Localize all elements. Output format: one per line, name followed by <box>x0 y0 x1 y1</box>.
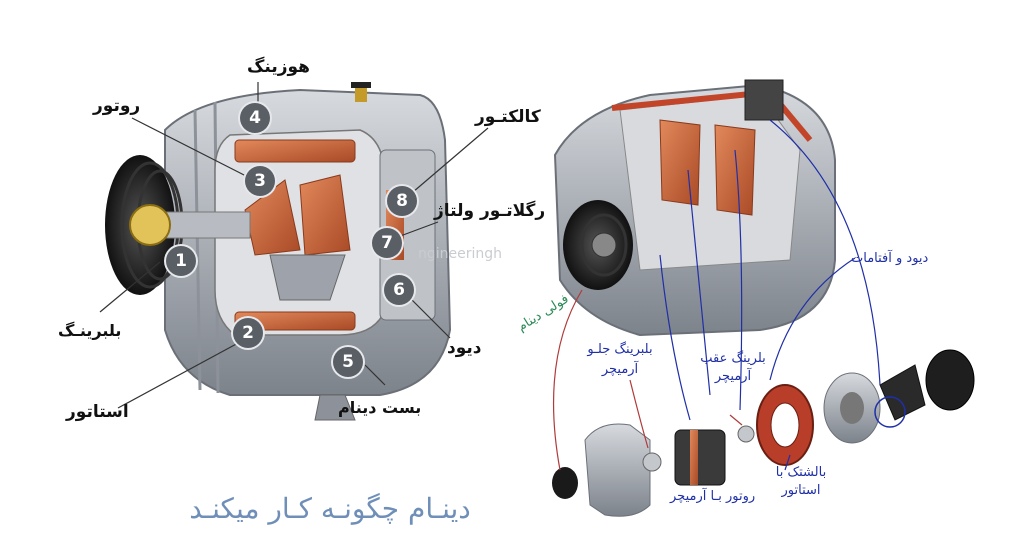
marker-5: 5 <box>333 347 363 377</box>
left-pulley <box>105 155 251 295</box>
left-pointer-lines <box>99 82 489 409</box>
marker-2: 2 <box>233 318 263 348</box>
label-stator: استاتور <box>66 402 129 422</box>
right-pointer-lines <box>553 119 881 471</box>
label-regulator: رگلاتـور ولتاژ <box>434 201 546 221</box>
label-bearing: بلبرینـگ <box>58 321 122 340</box>
marker-3: 3 <box>245 166 275 196</box>
label-housing: هوزینگ <box>247 57 310 77</box>
marker-7: 7 <box>372 228 402 258</box>
marker-6: 6 <box>384 275 414 305</box>
label-bracket: بست دینام <box>338 398 422 417</box>
marker-1: 1 <box>166 246 196 276</box>
marker-4: 4 <box>240 103 270 133</box>
page-title: دینـام چگونـه کـار میکنـد <box>189 492 471 525</box>
label-stator-cover: بالشتک با استاتور <box>775 465 827 498</box>
marker-8: 8 <box>387 186 417 216</box>
label-front-bearing: بلبرینگ جلـو آرمیچر <box>587 342 653 377</box>
label-rotor: روتور <box>93 96 141 116</box>
label-diode-rectifier: دیود و آفتامات <box>851 251 929 266</box>
watermark-text: ngineeringh <box>418 246 503 262</box>
right-exploded-parts <box>552 349 975 517</box>
label-rear-bearing: بلرینگ عقب آرمیچر <box>700 351 766 384</box>
left-alternator-body <box>164 82 452 421</box>
label-rotor-armature: روتور بـا آرمیچر <box>670 489 756 504</box>
right-alternator-assembled <box>553 79 836 337</box>
label-diode: دیود <box>447 338 482 358</box>
label-collector: کالکتـور <box>475 107 541 127</box>
